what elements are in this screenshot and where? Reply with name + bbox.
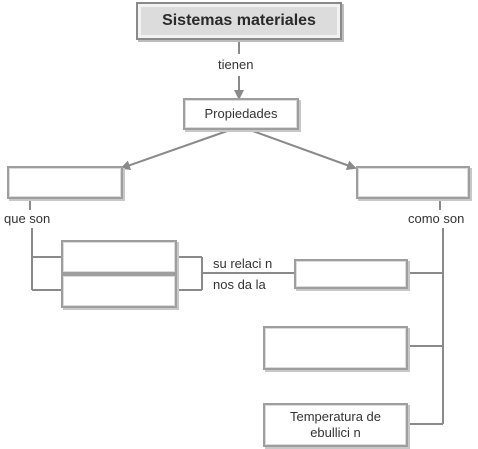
relation-label-1: su relaci n: [213, 256, 273, 271]
right-box-2: [263, 326, 408, 370]
right-empty-box: [356, 166, 470, 199]
left-empty-box: [7, 166, 123, 199]
como-son-label: como son: [408, 211, 465, 226]
properties-box: Propiedades: [183, 98, 299, 130]
properties-text: Propiedades: [204, 106, 278, 121]
tienen-label: tienen: [218, 57, 254, 72]
title-text: Sistemas materiales: [162, 12, 316, 29]
que-son-label: que son: [4, 211, 51, 226]
right-box-1: [294, 259, 408, 289]
left-stacked-box-top: [61, 240, 177, 274]
relation-label-2: nos da la: [213, 277, 266, 292]
right-box-temperatura: Temperatura de ebullici n: [263, 403, 408, 447]
arrow-to-left-box: [120, 129, 231, 171]
right-box-temperatura-text: Temperatura de ebullici n: [289, 409, 382, 440]
arrow-to-right-box: [249, 129, 357, 170]
left-stacked-box-bottom: [61, 274, 177, 308]
title-box: Sistemas materiales: [136, 2, 342, 40]
